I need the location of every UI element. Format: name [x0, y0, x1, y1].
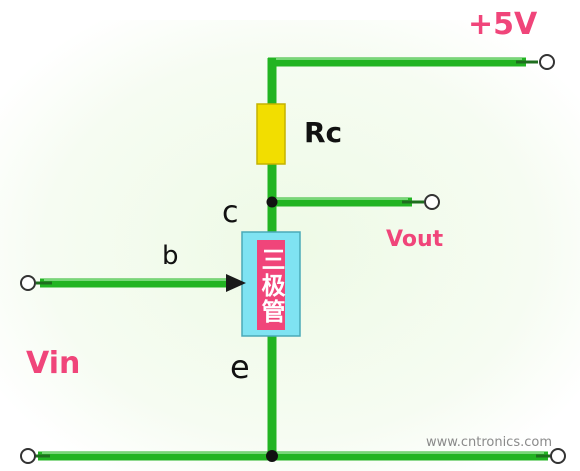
base-pin-label: b	[162, 241, 179, 271]
terminals	[20, 54, 566, 464]
input-label: Vin	[26, 346, 80, 381]
supply-terminal	[539, 54, 555, 70]
junctions	[266, 196, 278, 462]
ground-junction	[266, 450, 278, 462]
wire-highlights	[42, 58, 544, 454]
input-terminal	[20, 275, 36, 291]
collector-junction	[266, 196, 278, 208]
transistor-label: 三极管	[257, 247, 285, 325]
watermark: www.cntronics.com	[426, 435, 552, 450]
collector-resistor-label: Rc	[304, 116, 342, 149]
base-arrow-icon	[226, 274, 246, 292]
terminal-leads	[34, 60, 552, 458]
transistor-label-panel	[257, 240, 285, 330]
supply-label: +5V	[468, 7, 538, 42]
ground-right-terminal	[550, 448, 566, 464]
output-terminal	[424, 194, 440, 210]
collector-pin-label: c	[222, 195, 239, 230]
output-label: Vout	[386, 227, 444, 252]
ground-left-terminal	[20, 448, 36, 464]
emitter-pin-label: e	[230, 348, 250, 386]
collector-resistor	[256, 103, 286, 165]
